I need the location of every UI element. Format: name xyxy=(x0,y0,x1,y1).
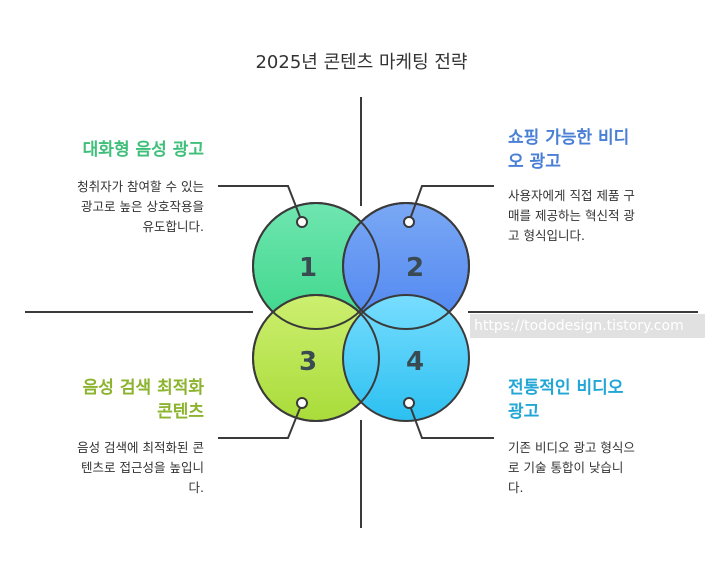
quadrant-3-heading-line: 음성 검색 최적화 xyxy=(82,378,204,398)
quadrant-3-heading-line: 콘텐츠 xyxy=(157,402,204,422)
quadrant-4-desc-line: 다. xyxy=(508,480,524,495)
quadrant-1-desc-line: 유도합니다. xyxy=(142,219,204,234)
quadrant-3-desc-line: 다. xyxy=(188,480,204,495)
connector-1 xyxy=(218,185,303,223)
connector-dot-1 xyxy=(296,216,308,228)
page-title: 2025년 콘텐츠 마케팅 전략 xyxy=(255,52,468,73)
quadrant-2-desc-line: 고 형식입니다. xyxy=(508,228,585,243)
quadrant-4-heading-line: 광고 xyxy=(508,402,540,422)
connector-dot-4 xyxy=(403,397,415,409)
quadrant-3-description: 음성 검색에 최적화된 콘 텐츠로 접근성을 높입니 다. xyxy=(20,438,204,498)
quadrant-1-description: 청취자가 참여할 수 있는 광고로 높은 상호작용을 유도합니다. xyxy=(20,177,204,237)
quadrant-3-desc-line: 음성 검색에 최적화된 콘 xyxy=(77,440,204,455)
connector-4 xyxy=(408,402,494,439)
circle-number-4: 4 xyxy=(406,347,424,377)
circle-number-1: 1 xyxy=(299,253,317,283)
quadrant-4-description: 기존 비디오 광고 형식으 로 기술 통합이 낮습니 다. xyxy=(508,438,708,498)
quadrant-2-heading-line: 쇼핑 가능한 비디 xyxy=(508,128,630,148)
quadrant-2-heading: 쇼핑 가능한 비디 오 광고 xyxy=(508,126,708,174)
quadrant-4-heading: 전통적인 비디오 광고 xyxy=(508,376,708,424)
quadrant-1-desc-line: 청취자가 참여할 수 있는 xyxy=(77,179,204,194)
connector-dot-2 xyxy=(403,216,415,228)
quadrant-3-heading: 음성 검색 최적화 콘텐츠 xyxy=(20,376,204,424)
quadrant-2-desc-line: 매를 제공하는 혁신적 광 xyxy=(508,208,635,223)
quadrant-4-desc-line: 로 기술 통합이 낮습니 xyxy=(508,460,624,475)
circle-1-outline xyxy=(252,202,380,330)
quadrant-1-heading-text: 대화형 음성 광고 xyxy=(82,140,204,160)
watermark: https://tododesign.tistory.com xyxy=(470,314,705,338)
quadrant-2-desc-line: 사용자에게 직접 제품 구 xyxy=(508,188,635,203)
quadrant-4-heading-line: 전통적인 비디오 xyxy=(508,378,624,398)
quadrant-1-heading: 대화형 음성 광고 xyxy=(20,138,204,162)
circle-3-outline xyxy=(252,294,380,422)
quadrant-1-desc-line: 광고로 높은 상호작용을 xyxy=(81,199,204,214)
connector-3 xyxy=(218,402,303,439)
quadrant-3-desc-line: 텐츠로 접근성을 높입니 xyxy=(81,460,204,475)
connector-2 xyxy=(408,185,494,223)
connector-dot-3 xyxy=(296,397,308,409)
circle-number-2: 2 xyxy=(406,253,424,283)
circle-number-3: 3 xyxy=(299,347,317,377)
quadrant-2-heading-line: 오 광고 xyxy=(508,152,561,172)
circle-2-outline xyxy=(342,202,470,330)
circle-4 xyxy=(342,294,470,422)
quadrant-4-desc-line: 기존 비디오 광고 형식으 xyxy=(508,440,635,455)
quadrant-2-description: 사용자에게 직접 제품 구 매를 제공하는 혁신적 광 고 형식입니다. xyxy=(508,186,708,246)
